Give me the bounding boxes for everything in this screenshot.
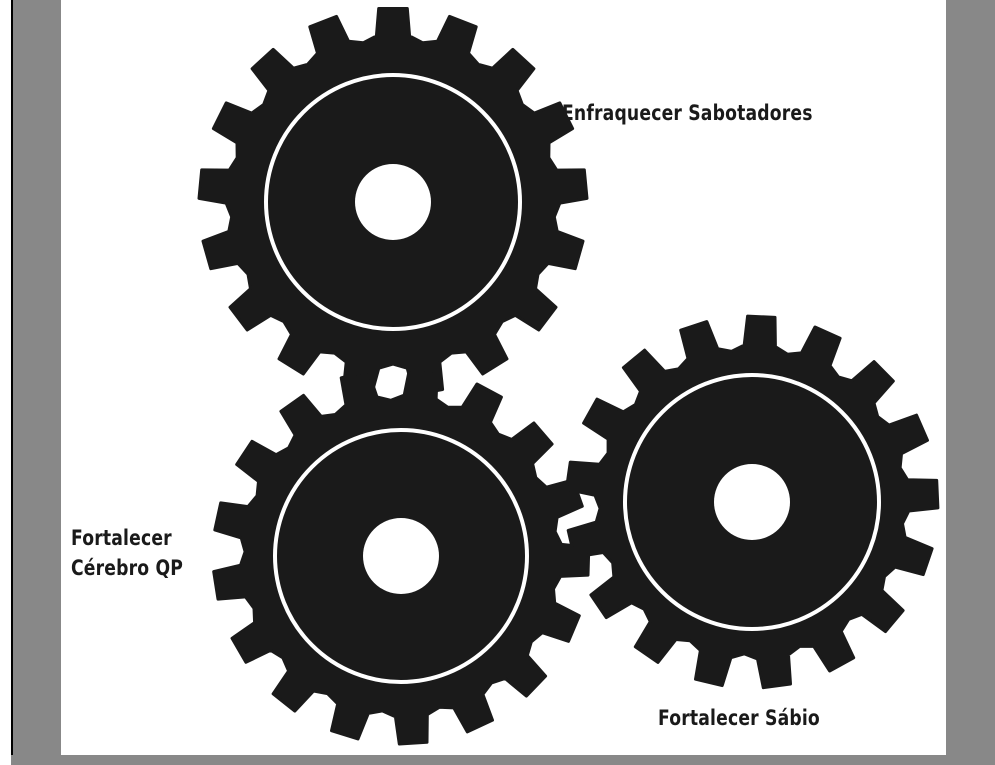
gear-center-hole [714, 464, 790, 540]
label-line-2: Cérebro QP [71, 556, 184, 581]
right-margin-bar [946, 0, 995, 765]
bottom-margin-bar [11, 755, 995, 765]
gear-center-hole [363, 518, 439, 594]
left-margin-bar [11, 0, 61, 765]
gear-inner-ring [264, 73, 522, 331]
gear-inner-ring [273, 428, 529, 684]
gear-bottom-right [564, 314, 940, 690]
gear-inner-ring [623, 373, 881, 631]
label-fortalecer-sabio: Fortalecer Sábio [658, 706, 820, 730]
label-fortalecer-cerebro-qp: Fortalecer Cérebro QP [71, 523, 183, 584]
label-line-1: Fortalecer [71, 526, 172, 550]
label-enfraquecer-sabotadores: Enfraquecer Sabotadores [562, 101, 813, 125]
gear-top [197, 7, 589, 397]
gear-center-hole [355, 164, 431, 240]
gear-bottom-left [212, 366, 591, 746]
